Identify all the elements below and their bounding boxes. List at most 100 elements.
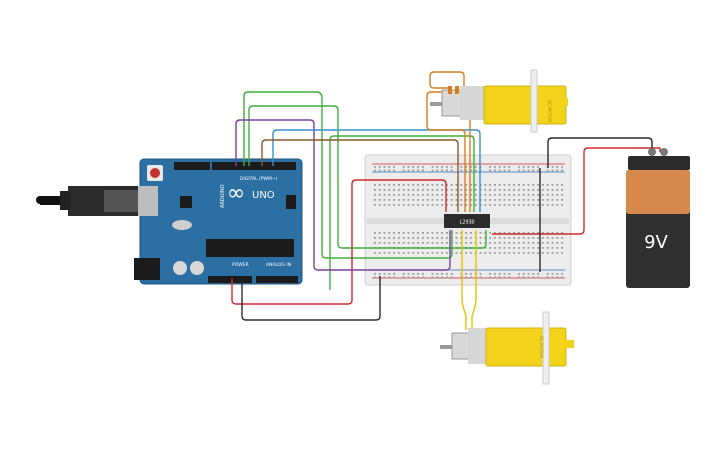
breadboard-hole[interactable] [494,237,496,239]
breadboard-hole[interactable] [374,204,376,206]
breadboard-hole[interactable] [527,252,530,254]
breadboard-hole[interactable] [407,242,410,244]
breadboard-hole[interactable] [417,169,419,172]
breadboard-hole[interactable] [527,232,530,234]
breadboard-hole[interactable] [508,232,511,234]
breadboard-hole[interactable] [388,232,391,234]
breadboard-hole[interactable] [407,237,410,239]
breadboard-hole[interactable] [532,169,535,172]
breadboard-hole[interactable] [546,237,549,239]
breadboard-hole[interactable] [460,189,463,191]
breadboard-hole[interactable] [450,273,453,275]
breadboard-hole[interactable] [407,184,410,186]
breadboard-hole[interactable] [422,204,424,206]
breadboard-hole[interactable] [489,273,491,275]
breadboard-hole[interactable] [479,276,482,279]
breadboard-hole[interactable] [455,252,458,254]
breadboard-hole[interactable] [489,252,491,254]
breadboard-hole[interactable] [542,232,544,234]
breadboard-hole[interactable] [393,242,395,244]
breadboard-hole[interactable] [446,184,448,186]
breadboard-hole[interactable] [374,273,376,275]
breadboard-hole[interactable] [465,189,467,191]
breadboard-hole[interactable] [527,247,530,249]
breadboard-hole[interactable] [479,273,482,275]
breadboard-hole[interactable] [561,242,563,244]
breadboard-hole[interactable] [484,194,487,196]
breadboard-hole[interactable] [537,232,539,234]
breadboard-hole[interactable] [446,166,448,168]
breadboard-hole[interactable] [532,232,535,234]
breadboard-hole[interactable] [527,199,530,201]
breadboard-hole[interactable] [426,237,429,239]
breadboard-hole[interactable] [412,252,415,254]
breadboard-hole[interactable] [532,273,535,275]
breadboard-hole[interactable] [436,242,439,244]
breadboard-hole[interactable] [450,189,453,191]
breadboard-hole[interactable] [537,199,539,201]
breadboard-hole[interactable] [407,194,410,196]
breadboard-hole[interactable] [470,194,472,196]
breadboard-hole[interactable] [412,237,415,239]
breadboard-hole[interactable] [542,204,544,206]
breadboard-hole[interactable] [513,184,515,186]
breadboard-hole[interactable] [489,166,491,168]
breadboard-hole[interactable] [422,276,424,279]
breadboard-hole[interactable] [498,252,501,254]
breadboard-hole[interactable] [503,199,506,201]
wire-green-2[interactable] [248,105,487,249]
wire-black-battery[interactable] [547,137,653,168]
breadboard-hole[interactable] [551,276,554,279]
breadboard-hole[interactable] [426,184,429,186]
breadboard-hole[interactable] [470,189,472,191]
breadboard-hole[interactable] [513,247,515,249]
breadboard-hole[interactable] [494,169,496,172]
breadboard-hole[interactable] [460,194,463,196]
wire-purple[interactable] [235,119,451,271]
breadboard-hole[interactable] [388,199,391,201]
breadboard-hole[interactable] [441,252,443,254]
breadboard-hole[interactable] [422,232,424,234]
breadboard-hole[interactable] [450,166,453,168]
breadboard-hole[interactable] [494,199,496,201]
breadboard-hole[interactable] [417,252,419,254]
breadboard-hole[interactable] [522,247,525,249]
breadboard-hole[interactable] [465,166,467,168]
breadboard-hole[interactable] [561,232,563,234]
breadboard-hole[interactable] [465,169,467,172]
breadboard-hole[interactable] [422,169,424,172]
breadboard-hole[interactable] [402,166,405,168]
breadboard-hole[interactable] [378,237,381,239]
breadboard-hole[interactable] [383,237,386,239]
breadboard-hole[interactable] [431,166,434,168]
breadboard-hole[interactable] [474,169,477,172]
breadboard-hole[interactable] [556,247,559,249]
breadboard-hole[interactable] [561,273,563,275]
breadboard-hole[interactable] [498,242,501,244]
breadboard-hole[interactable] [436,166,439,168]
breadboard-hole[interactable] [412,166,415,168]
wire-brown[interactable] [261,139,459,212]
breadboard-hole[interactable] [542,237,544,239]
breadboard-hole[interactable] [455,232,458,234]
breadboard-hole[interactable] [441,194,443,196]
breadboard-hole[interactable] [532,242,535,244]
breadboard-hole[interactable] [503,169,506,172]
breadboard-hole[interactable] [431,189,434,191]
breadboard-hole[interactable] [546,276,549,279]
breadboard-hole[interactable] [561,189,563,191]
breadboard-hole[interactable] [388,242,391,244]
wire-orange-2[interactable] [429,71,471,212]
breadboard-hole[interactable] [417,199,419,201]
battery-terminal-negative[interactable] [648,148,656,156]
breadboard-hole[interactable] [412,194,415,196]
breadboard-hole[interactable] [402,276,405,279]
breadboard-hole[interactable] [508,252,511,254]
breadboard-hole[interactable] [455,199,458,201]
breadboard-hole[interactable] [551,199,554,201]
breadboard-hole[interactable] [436,184,439,186]
breadboard-hole[interactable] [388,252,391,254]
breadboard-hole[interactable] [383,189,386,191]
breadboard-hole[interactable] [537,169,539,172]
breadboard-hole[interactable] [532,237,535,239]
